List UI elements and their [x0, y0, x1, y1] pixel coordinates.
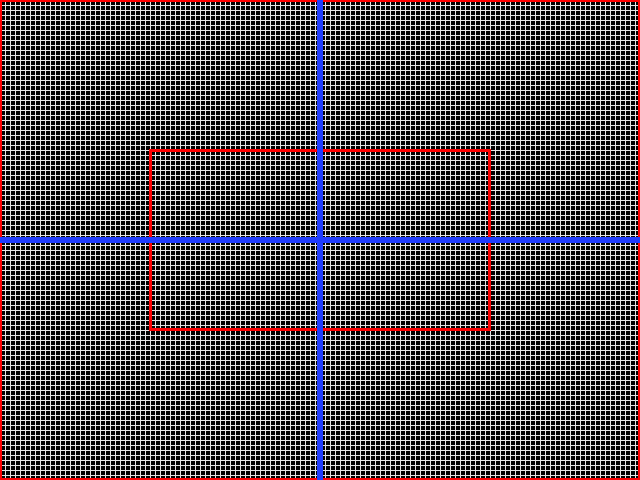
center-red-rectangle [149, 149, 491, 331]
horizontal-blue-crosshair-line [0, 237, 640, 243]
vertical-blue-crosshair-line [317, 0, 323, 480]
